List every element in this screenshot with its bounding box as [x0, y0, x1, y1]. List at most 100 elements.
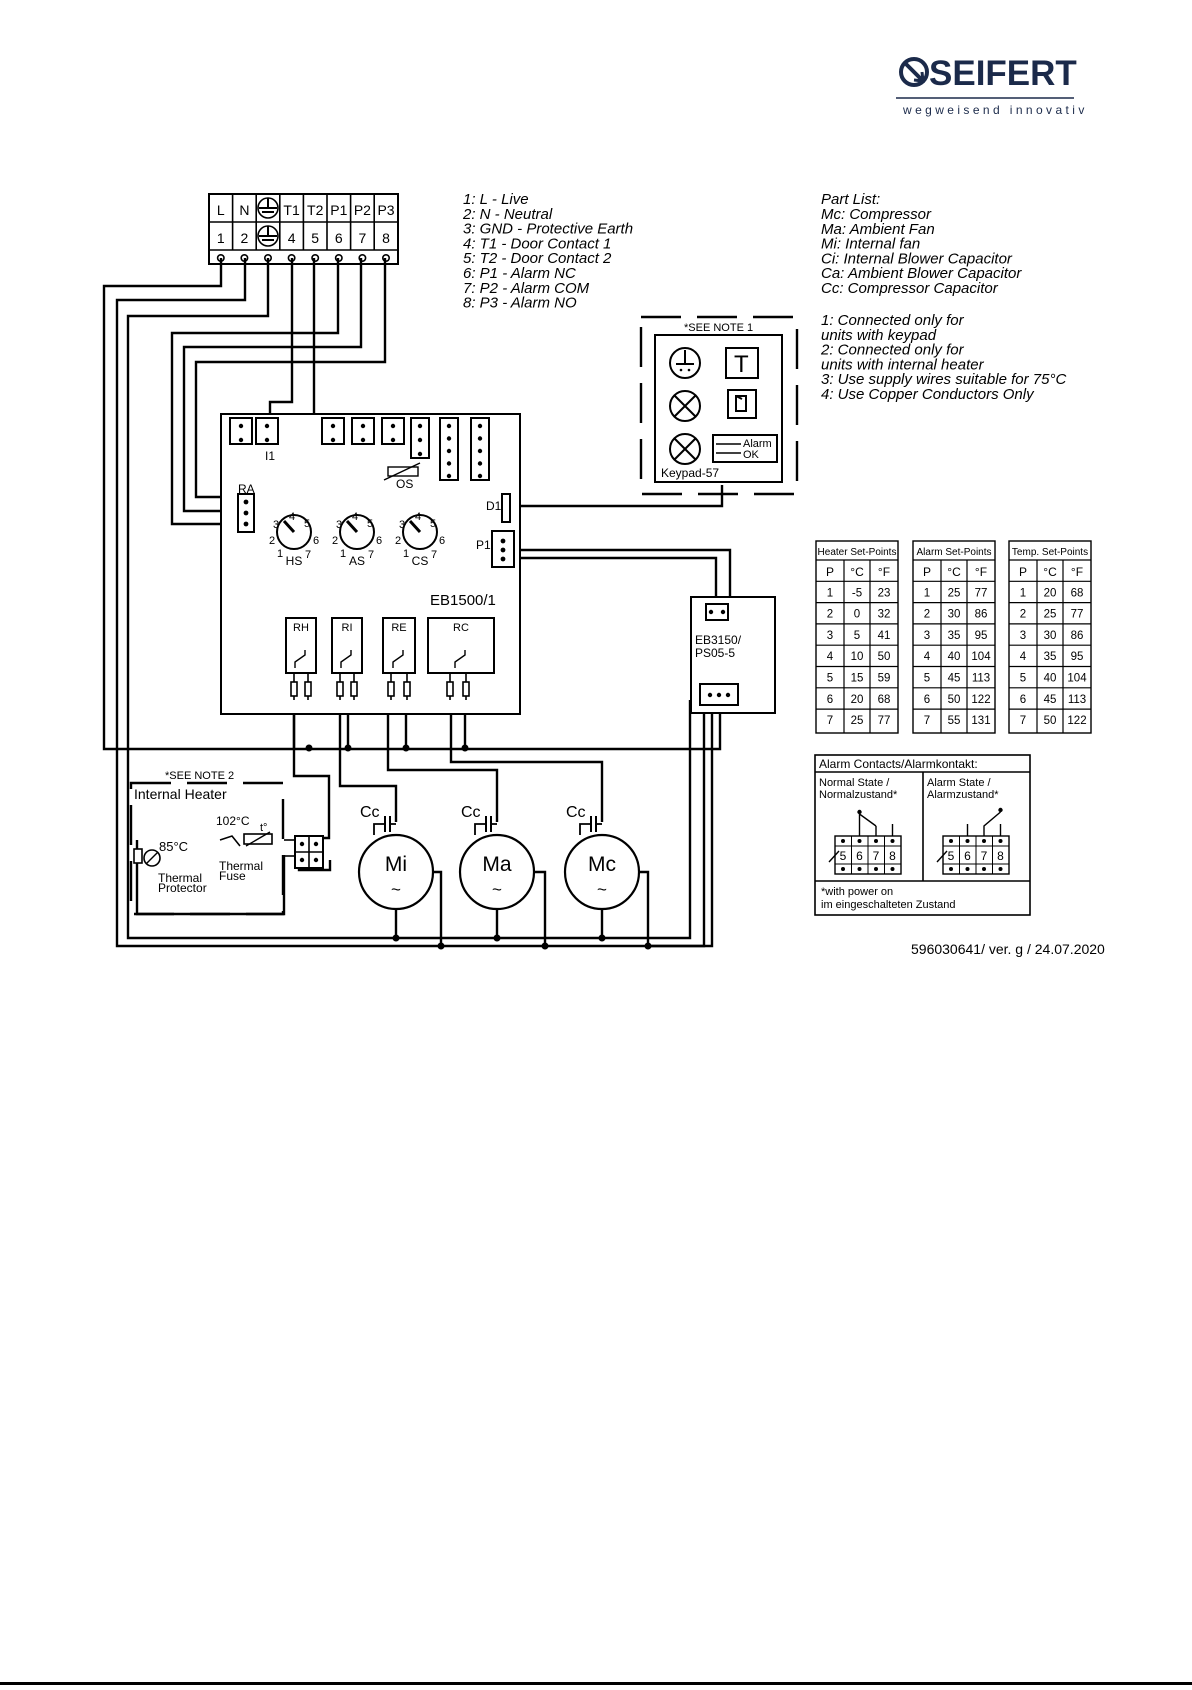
ground-terminal-icon — [257, 197, 279, 247]
part-list-item: Mi: Internal fan — [821, 236, 920, 253]
power-supply: EB3150/ PS05-5 — [690, 596, 776, 714]
ps-model-line1: EB3150/ — [695, 633, 742, 647]
board-connector — [351, 417, 375, 445]
contact-terminal-number: 5 — [840, 849, 847, 863]
keypad-note: *SEE NOTE 1 — [684, 322, 753, 334]
setpoint-table-cell: 6 — [827, 694, 833, 706]
setpoint-table-cell: 86 — [1071, 630, 1084, 642]
normal-state-label-1: Normal State / — [819, 777, 890, 789]
motor-name: Mi — [385, 853, 407, 876]
normal-state-label-2: Normalzustand* — [819, 789, 898, 801]
setpoint-table-cell: 10 — [851, 651, 864, 663]
contact-terminal-number: 6 — [964, 849, 971, 863]
dial-number: 5 — [430, 518, 436, 530]
setpoint-table-header: P — [923, 565, 931, 579]
note-item: units with internal heater — [821, 356, 985, 373]
terminal-number: 7 — [359, 230, 367, 246]
setpoint-table-header: P — [1019, 565, 1027, 579]
board-connector — [321, 417, 345, 445]
setpoint-table-cell: 7 — [924, 715, 930, 727]
setpoint-table-cell: 122 — [971, 694, 990, 706]
setpoint-table-cell: 4 — [924, 651, 931, 663]
door-icon — [727, 389, 757, 419]
capacitor-label: Cc — [461, 804, 481, 821]
setpoint-table-header: P — [826, 565, 834, 579]
relay-ri: RI — [331, 617, 363, 700]
motor-ac-symbol: ~ — [597, 880, 607, 899]
internal-heater: *SEE NOTE 2 Internal Heater 102°C t° The… — [129, 770, 324, 916]
heater-title: Internal Heater — [134, 786, 227, 802]
document-reference: 596030641/ ver. g / 24.07.2020 — [911, 941, 1105, 957]
board-connector — [381, 417, 405, 445]
contact-terminal-number: 7 — [873, 849, 880, 863]
setpoint-table-title: Alarm Set-Points — [916, 547, 991, 558]
contact-terminal-number: 8 — [997, 849, 1004, 863]
dial-number: 2 — [269, 535, 275, 547]
contact-terminal-number: 7 — [981, 849, 988, 863]
keypad-group: *SEE NOTE 1 T Alarm OK Keypa — [639, 315, 799, 496]
alarm-footnote-1: *with power on — [821, 886, 893, 898]
dial-number: 5 — [367, 518, 373, 530]
board-connector — [439, 417, 459, 481]
keypad-ok-label: OK — [743, 449, 760, 461]
dial-number: 6 — [313, 535, 319, 547]
setpoint-table-header: °F — [975, 565, 987, 579]
setpoint-table-cell: 77 — [975, 587, 988, 599]
setpoint-table-cell: 68 — [1071, 587, 1084, 599]
setpoint-table-cell: 32 — [878, 609, 891, 621]
heater-t-label: t° — [260, 822, 267, 834]
seifert-logo: SEIFERT wegweisend innovativ — [896, 54, 1088, 117]
setpoint-table-cell: 68 — [878, 694, 891, 706]
part-list-title: Part List: — [821, 191, 880, 208]
setpoint-table-cell: -5 — [852, 587, 862, 599]
dial-number: 4 — [289, 511, 295, 523]
capacitor-icon — [579, 816, 602, 835]
setpoint-table-cell: 113 — [1068, 694, 1086, 706]
thermal-protector-icon — [133, 848, 161, 867]
setpoint-table-cell: 5 — [854, 630, 860, 642]
terminal-legend-item: 6: P1 - Alarm NC — [463, 265, 576, 282]
heater-fuse-temp: 102°C — [216, 814, 250, 828]
lamp-indicator-icon — [669, 390, 701, 422]
setpoint-table-cell: 131 — [971, 715, 990, 727]
setpoint-table-cell: 5 — [1020, 673, 1026, 685]
setpoint-table-cell: 4 — [1020, 651, 1027, 663]
relay-rh: RH — [285, 617, 317, 700]
terminal-legend-item: 3: GND - Protective Earth — [463, 221, 633, 238]
setpoint-table-title: Heater Set-Points — [818, 547, 897, 558]
thermal-protector-label-1: Thermal — [158, 871, 202, 885]
motor-ac-symbol: ~ — [391, 880, 401, 899]
setpoint-table-cell: 45 — [948, 673, 961, 685]
setpoint-table-cell: 1 — [827, 587, 833, 599]
heater-protector-temp: 85°C — [159, 839, 188, 854]
setpoint-table-cell: 23 — [878, 587, 891, 599]
note-item: units with keypad — [821, 327, 937, 344]
setpoint-table-cell: 20 — [1044, 587, 1057, 599]
ps-model-line2: PS05-5 — [695, 646, 735, 660]
relay-rc: RC — [427, 617, 495, 700]
terminal-legend-item: 4: T1 - Door Contact 1 — [463, 235, 611, 252]
logo-tagline: wegweisend innovativ — [902, 103, 1088, 117]
terminal-legend-item: 2: N - Neutral — [462, 206, 553, 223]
alarm-state-label-1: Alarm State / — [927, 777, 992, 789]
capacitor-label: Cc — [566, 804, 586, 821]
os-sensor-icon — [383, 462, 421, 481]
setpoint-table-cell: 25 — [948, 587, 961, 599]
alarm-contacts-title: Alarm Contacts/Alarmkontakt: — [819, 757, 978, 771]
alarm-footnote-2: im eingeschalteten Zustand — [821, 899, 956, 911]
setpoint-table-cell: 30 — [1044, 630, 1057, 642]
contact-terminal-number: 8 — [889, 849, 896, 863]
setpoint-table-cell: 25 — [1044, 609, 1057, 621]
board-connector — [229, 417, 253, 445]
